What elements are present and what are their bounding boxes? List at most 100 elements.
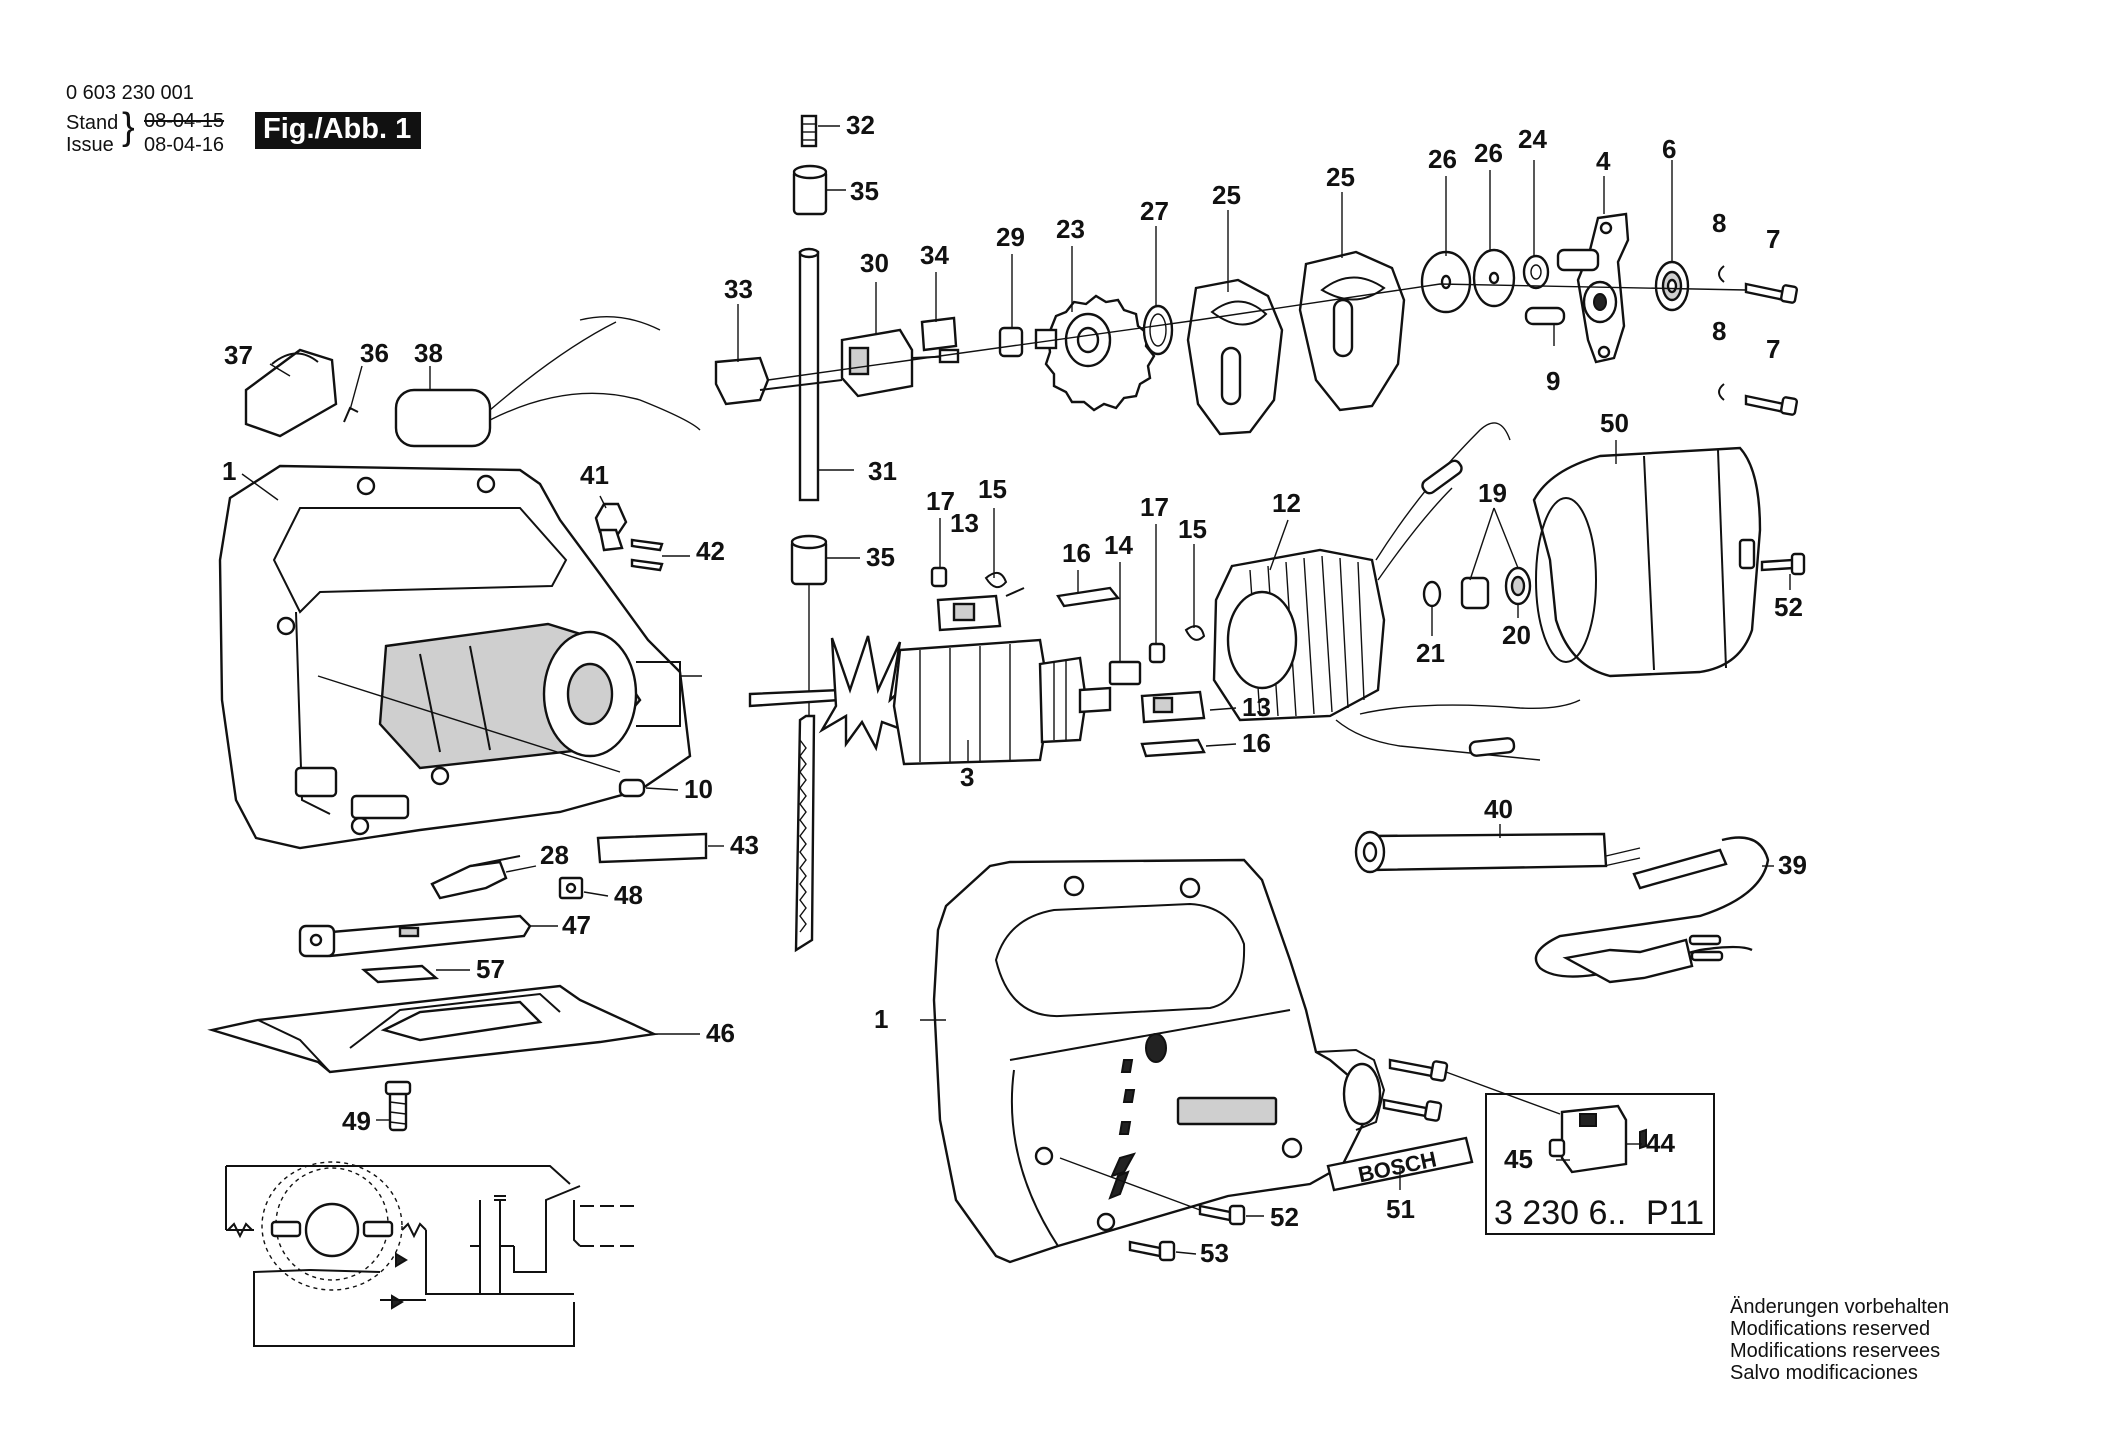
issue-date: 08-04-16 <box>144 134 225 156</box>
housing-assembled <box>932 858 1386 1264</box>
callout-label: 29 <box>996 222 1025 252</box>
part-bushing-35-bottom <box>790 534 828 586</box>
part-field-coil-12 <box>1212 422 1581 761</box>
part-bushing-19 <box>1460 576 1490 610</box>
stamp-text-a: 3 230 6.. <box>1494 1194 1626 1232</box>
callout-label: 12 <box>1272 488 1301 518</box>
callout-label: 44 <box>1646 1128 1675 1158</box>
callout-label: 52 <box>1774 592 1803 622</box>
part-armature-3 <box>748 635 1112 766</box>
callout-label: 33 <box>724 274 753 304</box>
part-nut-48 <box>558 876 584 900</box>
part-brush-holders-left <box>930 566 1121 632</box>
switch-detail-box <box>1485 1093 1715 1235</box>
callout-label: 19 <box>1478 478 1507 508</box>
note-line: Modifications reservees <box>1730 1340 1941 1362</box>
callout-label: 35 <box>850 176 879 206</box>
callout-label: 8 <box>1712 316 1726 346</box>
issue-label: Issue <box>66 134 114 156</box>
part-number: 0 603 230 001 <box>66 82 194 104</box>
part-screw-49 <box>384 1080 412 1132</box>
part-rod-31 <box>798 247 820 502</box>
note-line: Änderungen vorbehalten <box>1730 1296 1950 1318</box>
callout-label: 17 <box>1140 492 1169 522</box>
part-switch-37 <box>244 348 338 438</box>
callout-label: 1 <box>222 456 236 486</box>
part-bearing-bracket-4 <box>1556 212 1630 364</box>
part-bearing-6 <box>1654 260 1690 312</box>
part-screw-32 <box>800 114 818 148</box>
part-holder-30 <box>840 328 914 398</box>
callout-label: 7 <box>1766 334 1780 364</box>
callout-label: 25 <box>1212 180 1241 210</box>
part-washer-21 <box>1422 580 1442 608</box>
callout-label: 20 <box>1502 620 1531 650</box>
part-screw-7-bottom <box>1744 394 1799 416</box>
callout-label: 25 <box>1326 162 1355 192</box>
part-blade <box>794 584 816 953</box>
callout-label: 38 <box>414 338 443 368</box>
callout-label: 41 <box>580 460 609 490</box>
part-bracket-41 <box>594 502 628 552</box>
callout-label: 53 <box>1200 1238 1229 1268</box>
callout-label: 13 <box>1242 692 1271 722</box>
callout-labels: 32 35 33 30 34 29 23 27 25 25 26 26 24 4… <box>222 110 1807 1268</box>
callout-label: 26 <box>1428 144 1457 174</box>
callout-label: 48 <box>614 880 643 910</box>
part-brushes-right <box>1108 625 1206 758</box>
callout-label: 16 <box>1062 538 1091 568</box>
callout-label: 15 <box>1178 514 1207 544</box>
part-pin-9 <box>1524 306 1566 326</box>
callout-label: 28 <box>540 840 569 870</box>
callout-label: 13 <box>950 508 979 538</box>
wiring-schematic <box>225 1161 640 1347</box>
callout-label: 49 <box>342 1106 371 1136</box>
callout-label: 7 <box>1766 224 1780 254</box>
callout-label: 26 <box>1474 138 1503 168</box>
callout-label: 45 <box>1504 1144 1533 1174</box>
modifications-notes: Änderungen vorbehalten Modifications res… <box>1730 1296 1949 1384</box>
callout-label: 39 <box>1778 850 1807 880</box>
part-motor-housing-50 <box>1532 446 1762 678</box>
callout-label: 8 <box>1712 208 1726 238</box>
stand-date: 08-04-15 <box>144 110 225 132</box>
callout-label: 42 <box>696 536 725 566</box>
callout-label: 51 <box>1386 1194 1415 1224</box>
part-washer-26-b <box>1472 248 1516 308</box>
part-clip-8-bottom <box>1718 383 1725 401</box>
part-clip-8-top <box>1718 265 1725 283</box>
part-screws-44-mount <box>1382 1058 1561 1122</box>
part-cable-39 <box>1534 836 1770 984</box>
part-screws-42 <box>630 538 664 572</box>
callout-label: 6 <box>1662 134 1676 164</box>
callout-label: 37 <box>224 340 253 370</box>
assembly-axis-line <box>767 283 1747 381</box>
callout-label: 57 <box>476 954 505 984</box>
callout-label: 47 <box>562 910 591 940</box>
housing-half-left <box>218 464 702 850</box>
callout-label: 32 <box>846 110 875 140</box>
part-lever-28 <box>430 855 521 900</box>
part-capacitor-38 <box>394 316 701 448</box>
part-lever-47 <box>298 914 532 958</box>
part-screw-36 <box>343 406 359 423</box>
part-counterweight-25-b <box>1298 250 1406 412</box>
part-sleeve-40 <box>1354 830 1608 874</box>
part-plate-34 <box>911 316 960 364</box>
part-washer-26-a <box>1420 250 1472 314</box>
callout-label: 52 <box>1270 1202 1299 1232</box>
callout-label: 21 <box>1416 638 1445 668</box>
part-shoe-46 <box>207 984 659 1074</box>
part-clamp-33 <box>714 356 843 406</box>
callout-label: 16 <box>1242 728 1271 758</box>
part-screw-53 <box>1128 1240 1176 1262</box>
stand-label: Stand <box>66 112 119 134</box>
callout-label: 46 <box>706 1018 735 1048</box>
note-line: Salvo modificaciones <box>1730 1362 1918 1384</box>
callout-label: 24 <box>1518 124 1547 154</box>
callout-label: 1 <box>874 1004 888 1034</box>
callout-label: 30 <box>860 248 889 278</box>
callout-label: 35 <box>866 542 895 572</box>
callout-label: 10 <box>684 774 713 804</box>
part-label-43 <box>596 832 708 864</box>
